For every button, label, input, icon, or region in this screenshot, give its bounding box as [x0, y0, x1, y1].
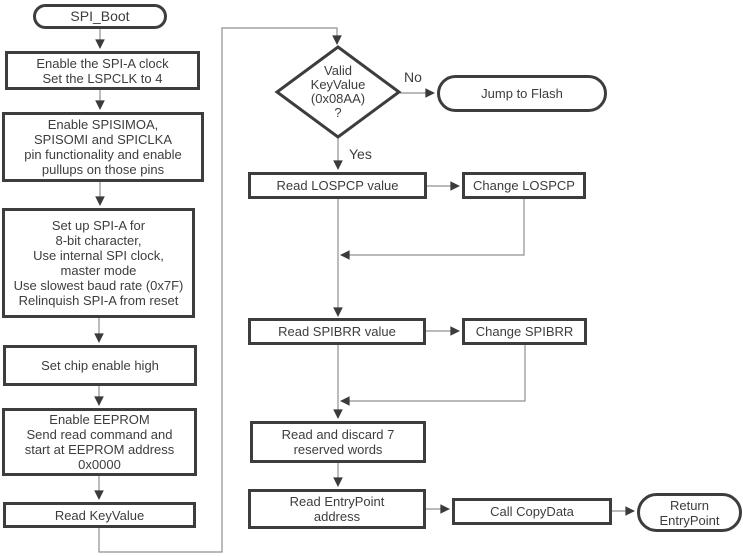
node-read-spibrr: Read SPIBRR value: [248, 318, 426, 345]
node-read-entrypoint: Read EntryPoint address: [248, 489, 426, 529]
decision-diamond: [274, 45, 402, 139]
node-read-keyvalue: Read KeyValue: [3, 502, 196, 528]
edge-label-no: No: [404, 69, 422, 85]
node-read-lospcp: Read LOSPCP value: [248, 172, 427, 199]
edge-changelospcp-merge: [340, 199, 525, 260]
node-enable-pin-functionality: Enable SPISIMOA, SPISOMI and SPICLKA pin…: [2, 112, 204, 182]
node-call-copydata: Call CopyData: [452, 498, 612, 525]
node-spi-boot: SPI_Boot: [33, 4, 167, 29]
node-change-lospcp: Change LOSPCP: [462, 172, 586, 199]
node-valid-keyvalue-decision: Valid KeyValue (0x08AA) ?: [310, 63, 366, 120]
node-jump-to-flash: Jump to Flash: [437, 75, 607, 112]
node-read-discard-reserved: Read and discard 7 reserved words: [250, 421, 426, 463]
node-setup-spia: Set up SPI-A for 8-bit character, Use in…: [2, 208, 195, 318]
node-change-spibrr: Change SPIBRR: [462, 318, 587, 345]
edge-changespibrr-merge: [340, 345, 526, 406]
edge-label-yes: Yes: [349, 146, 372, 162]
node-enable-spia-clock: Enable the SPI-A clock Set the LSPCLK to…: [5, 51, 200, 90]
node-enable-eeprom: Enable EEPROM Send read command and star…: [2, 408, 197, 476]
edge-readkeyvalue-validkeyvalue: [98, 27, 342, 553]
node-set-chip-enable: Set chip enable high: [3, 345, 197, 386]
node-return-entrypoint: Return EntryPoint: [637, 493, 742, 532]
